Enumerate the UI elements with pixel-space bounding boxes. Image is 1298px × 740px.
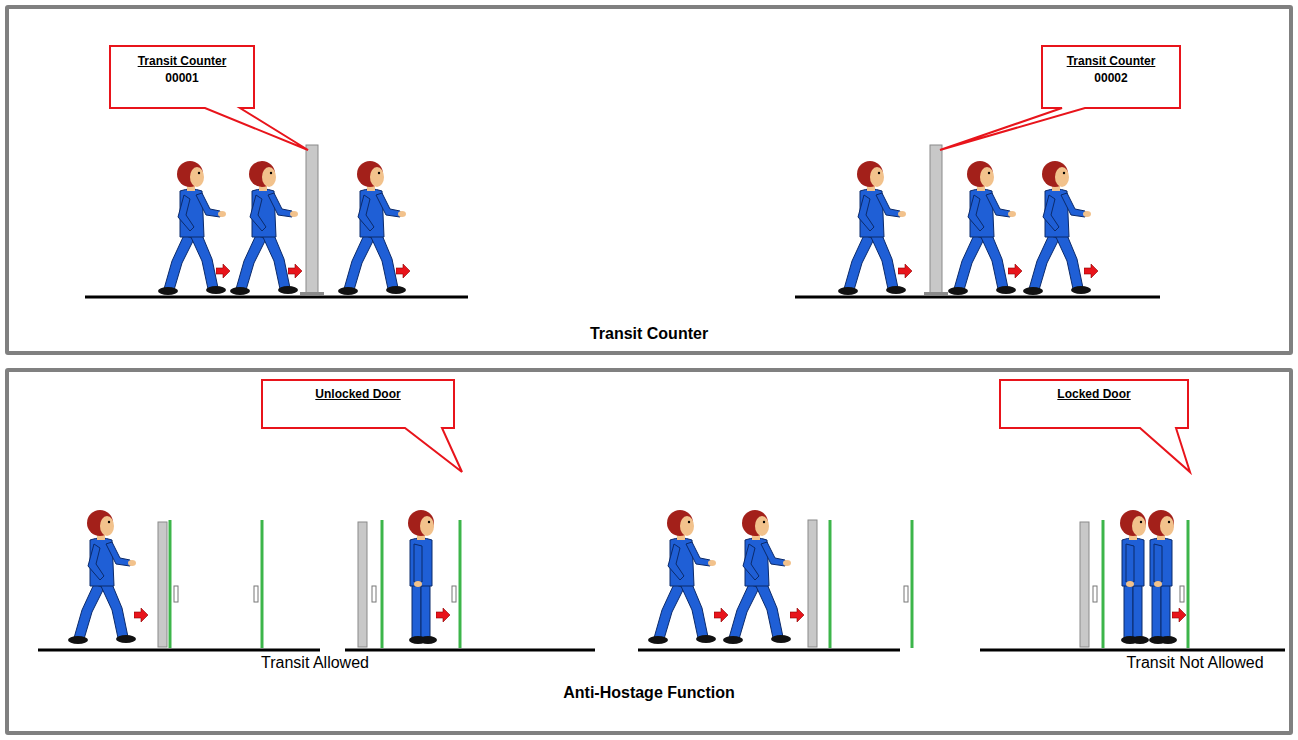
callout-title: Transit Counter	[110, 54, 254, 69]
callout-title: Transit Counter	[1042, 54, 1180, 69]
counter-value: 00002	[1042, 71, 1180, 86]
panel-frame: Anti-Hostage Function Unlocked Door Locked…	[5, 368, 1293, 735]
panel-frame: Transit CounterTransit Counter00001Trans…	[5, 5, 1293, 355]
callout-box: Transit Counter 00002	[1042, 46, 1180, 108]
panel-heading: Transit Counter	[9, 325, 1289, 343]
callout-title: Locked Door	[1000, 387, 1188, 402]
scene-label: Transit Not Allowed	[1126, 654, 1263, 672]
counter-value: 00001	[110, 71, 254, 86]
callout-title: Unlocked Door	[262, 387, 454, 402]
callout-box: Transit Counter 00001	[110, 46, 254, 108]
callout-box: Unlocked Door	[262, 380, 454, 428]
callout-box: Locked Door	[1000, 380, 1188, 428]
scene-label: Transit Allowed	[261, 654, 369, 672]
panel-heading: Anti-Hostage Function	[9, 684, 1289, 702]
